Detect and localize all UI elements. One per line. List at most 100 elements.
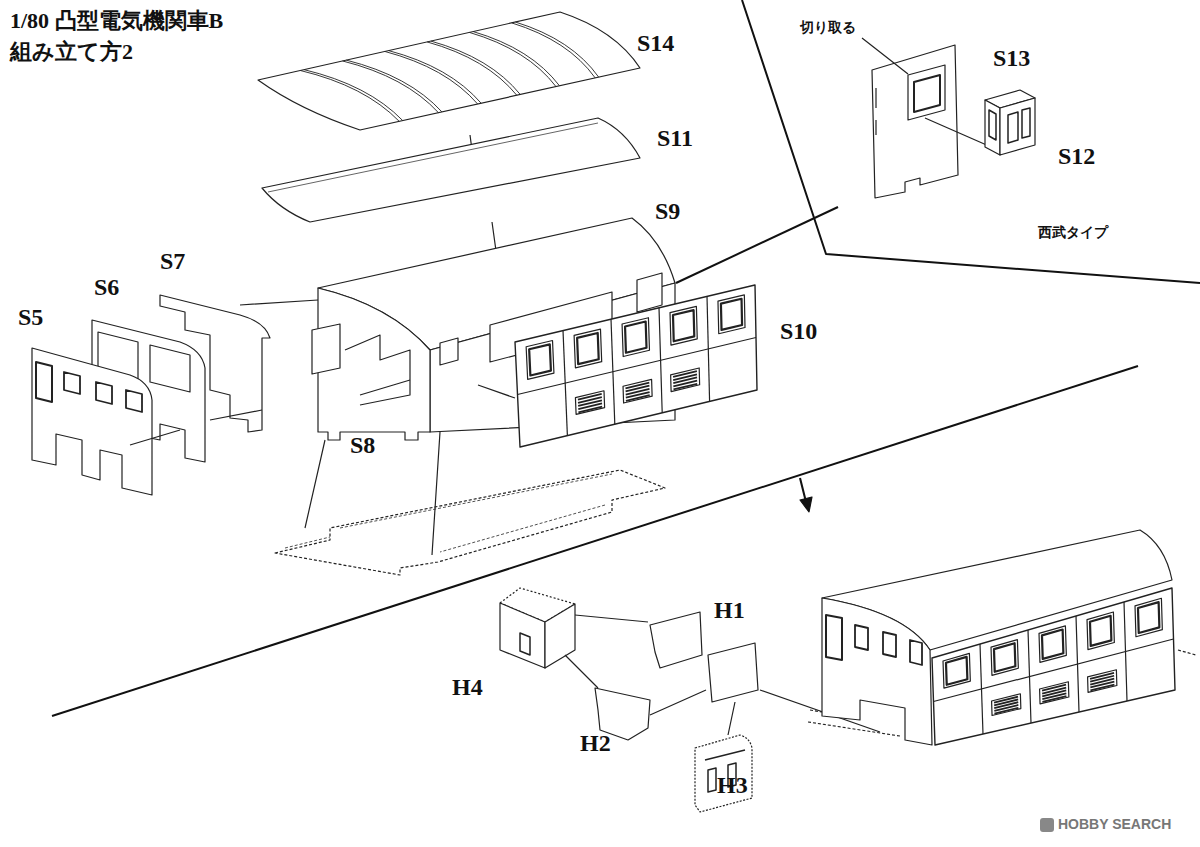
roof-rib — [473, 32, 559, 86]
window-glass — [577, 333, 599, 364]
panel-line — [980, 644, 983, 734]
part-number: H2 — [580, 730, 611, 756]
part-number: S11 — [657, 125, 693, 151]
cutout-inner — [914, 75, 940, 112]
window-glass — [994, 643, 1015, 672]
window-glass — [1042, 630, 1063, 659]
divider-lines — [52, 0, 1200, 716]
window-glass — [673, 310, 694, 341]
roof-rib — [300, 70, 399, 121]
hood-front — [500, 603, 545, 668]
body-window — [440, 338, 458, 365]
roof-rib — [343, 61, 439, 113]
hood-end — [695, 735, 752, 812]
note-text: 切り取る — [800, 20, 856, 35]
roof-rib — [385, 51, 478, 104]
window-glass — [1090, 616, 1111, 646]
window-glass — [625, 322, 646, 353]
hood-plate — [650, 612, 702, 668]
louver — [1088, 670, 1117, 693]
hood-door — [520, 633, 530, 655]
roof-rib — [304, 70, 403, 121]
panel-line — [611, 319, 615, 424]
door-window — [826, 615, 842, 660]
watermark: HOBBY SEARCH — [1058, 817, 1171, 832]
part-number: S5 — [18, 304, 43, 330]
part-number: S13 — [993, 45, 1030, 71]
window-glass — [721, 299, 742, 330]
window-frame — [991, 640, 1018, 676]
floor-detail — [285, 474, 612, 552]
panel-line — [1076, 616, 1079, 712]
roof-rib — [515, 22, 598, 77]
part-number: S14 — [637, 30, 674, 56]
louver — [671, 368, 700, 392]
panel-detail — [875, 88, 876, 135]
leader-line — [130, 300, 515, 445]
louver-slat — [994, 708, 1018, 714]
window-frame — [670, 306, 697, 345]
roof-part — [258, 12, 640, 130]
box-window — [989, 108, 1030, 143]
roof-sheet — [262, 118, 640, 222]
floor-outline — [275, 470, 665, 575]
pointer-line — [676, 207, 838, 283]
window-frame — [526, 341, 554, 380]
part-number: H4 — [452, 674, 483, 700]
cab-window — [64, 372, 142, 412]
window-glass — [946, 657, 967, 685]
note-text: 西武タイプ — [1038, 225, 1108, 240]
leader-line — [862, 38, 998, 150]
window-frame — [1039, 626, 1066, 663]
louver — [575, 391, 604, 415]
loco-end — [822, 598, 932, 745]
louver-slat — [1090, 685, 1114, 691]
part-number: H3 — [717, 772, 748, 798]
watermark-logo — [1040, 818, 1054, 832]
window-frame — [1087, 612, 1114, 650]
louver-slat — [626, 395, 650, 401]
window-frame — [1135, 598, 1162, 636]
part-number: S8 — [350, 432, 375, 458]
louver — [623, 379, 652, 403]
inset-border — [742, 0, 1200, 283]
hood-side — [545, 604, 575, 668]
window-frame — [622, 318, 649, 357]
roof-rib — [389, 51, 481, 104]
louver-slat — [1042, 696, 1066, 702]
roof-rib — [346, 60, 442, 112]
part-number: S9 — [655, 198, 680, 224]
panel-line — [1028, 630, 1031, 723]
title: 1/80 凸型電気機関車B 組み立て方2 — [10, 6, 280, 68]
side-panel — [932, 588, 1175, 745]
part-number: S10 — [780, 318, 817, 344]
body-window — [637, 273, 662, 312]
roof-rib — [427, 42, 517, 95]
cab-front — [32, 348, 152, 495]
panel-line — [707, 296, 710, 401]
cab-window — [312, 324, 340, 374]
louver — [1040, 682, 1069, 704]
part-number: S12 — [1058, 143, 1095, 169]
louver — [992, 694, 1021, 716]
roof-rib — [512, 23, 596, 78]
part-number: S6 — [94, 274, 119, 300]
cab-window — [855, 625, 922, 665]
side-panel — [515, 285, 757, 447]
panel-line — [659, 308, 662, 413]
arrow-head — [800, 497, 812, 512]
cab-wall — [345, 335, 410, 405]
part-number: H1 — [714, 597, 745, 623]
panel-line — [1124, 602, 1127, 701]
leader-line — [305, 432, 440, 555]
sheet-edge — [268, 123, 598, 192]
louver-slat — [673, 384, 697, 390]
roof-rib — [469, 32, 556, 86]
cutout-window — [908, 65, 945, 120]
hood-plate — [708, 643, 758, 702]
louver-slat — [578, 407, 602, 413]
window-frame — [718, 295, 745, 334]
window-frame — [943, 653, 970, 688]
panel-line — [563, 331, 567, 436]
